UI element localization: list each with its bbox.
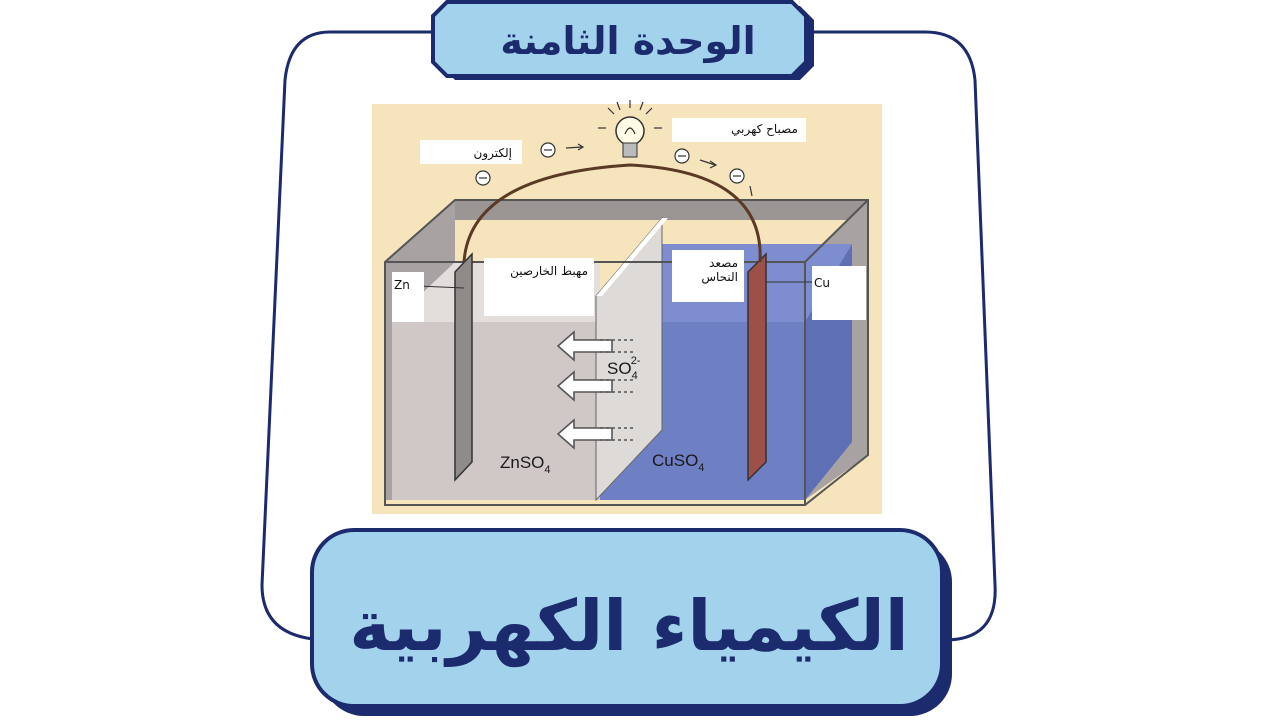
cu-label: Cu	[812, 266, 866, 320]
lamp-label: مصباح كهربي	[672, 118, 806, 142]
anode-label: مهبط الخارصين	[484, 258, 594, 316]
right-solution-label: CuSO4	[652, 451, 704, 474]
zinc-electrode	[454, 252, 473, 482]
ion-label: SO42-	[607, 355, 641, 382]
left-solution-label: ZnSO4	[500, 453, 551, 476]
copper-electrode	[747, 252, 767, 482]
ion-migration-arrows	[556, 330, 634, 450]
title-banner	[310, 528, 952, 716]
galvanic-cell-diagram: SO42- ZnSO4 CuSO4	[372, 100, 882, 514]
electron-flow	[475, 142, 753, 197]
electron-label: إلكترون	[420, 140, 522, 164]
external-wire	[462, 163, 762, 263]
unit-title: الوحدة الثامنة	[500, 19, 756, 63]
main-title: الكيمياء الكهربية	[349, 585, 909, 667]
cathode-label: مصعد النحاس	[672, 250, 744, 302]
light-bulb-icon	[598, 100, 662, 158]
tank-back	[455, 200, 868, 220]
unit-banner	[431, 0, 814, 80]
zn-label: Zn	[392, 272, 424, 322]
zinc-solution	[392, 322, 600, 500]
